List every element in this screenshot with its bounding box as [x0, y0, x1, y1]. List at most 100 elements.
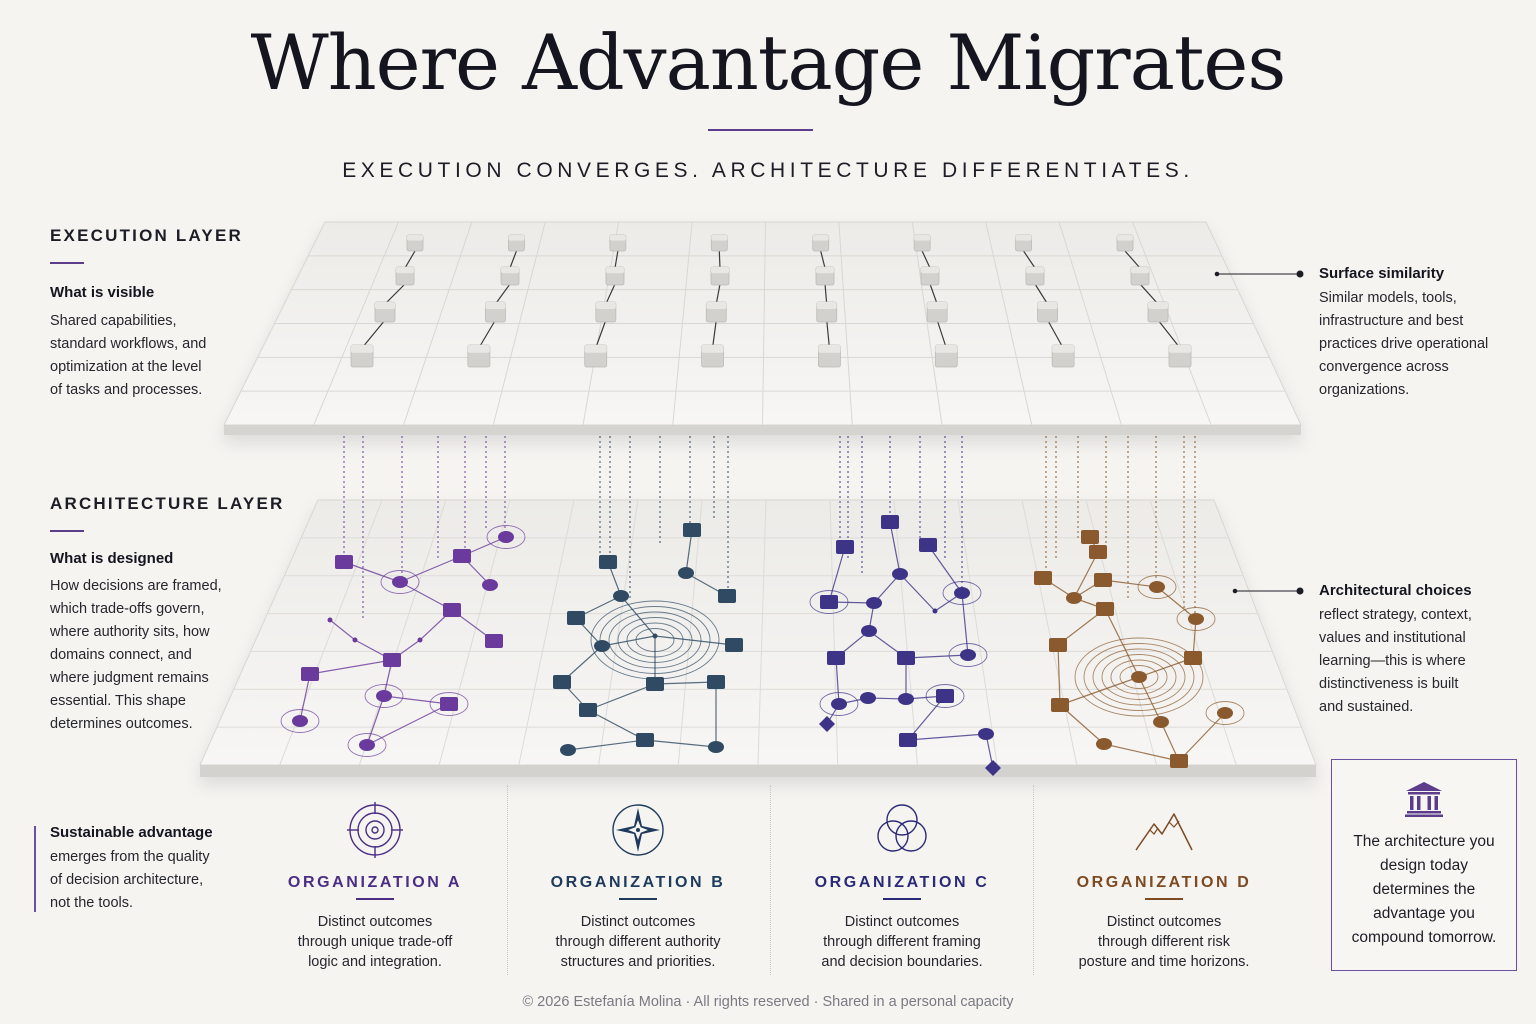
execution-line: of tasks and processes.: [50, 382, 203, 398]
cube-top: [711, 235, 728, 241]
layer-links: [343, 436, 1196, 620]
network-node: [1066, 592, 1082, 604]
network-node: [1153, 716, 1169, 728]
execution-description: Shared capabilities, standard workflows,…: [50, 310, 250, 402]
network-node: [292, 715, 308, 727]
grid-line: [598, 499, 639, 766]
cube-top: [1117, 235, 1133, 241]
cube-top: [711, 267, 729, 274]
venn-icon: [877, 804, 927, 852]
org-b-line: Distinct outcomes: [580, 913, 696, 930]
cube-top: [396, 267, 414, 274]
column-separator: [1033, 785, 1034, 975]
org-c-description: Distinct outcomes through different fram…: [788, 912, 1016, 972]
network-ring: [819, 692, 859, 716]
network-node: [820, 595, 838, 609]
network-edge: [644, 739, 717, 748]
quote-text: The architecture you design today determ…: [1351, 833, 1497, 946]
cube-connector: [478, 319, 496, 349]
org-c-card: ORGANIZATION C Distinct outcomes through…: [788, 800, 1016, 972]
surface-line: infrastructure and best: [1319, 313, 1464, 329]
network-edge: [1057, 644, 1061, 706]
mountain-icon: [1135, 813, 1193, 851]
cube-top: [816, 267, 834, 274]
org-a-line: through unique trade-off: [297, 933, 453, 950]
network-ring: [380, 570, 420, 594]
grid-line: [438, 499, 511, 766]
network-node: [819, 716, 835, 732]
network-node: [443, 603, 461, 617]
architecture-description: How decisions are framed, which trade-of…: [50, 575, 250, 736]
org-b-network: [553, 523, 743, 756]
cube-top: [584, 345, 607, 353]
cube-top: [927, 302, 948, 309]
execution-subheading: What is visible: [50, 284, 155, 301]
architecture-layer-heading: ARCHITECTURE LAYER: [50, 494, 285, 513]
execution-layer-heading: EXECUTION LAYER: [50, 226, 243, 245]
network-node: [301, 667, 319, 681]
cube-connector: [614, 250, 619, 269]
cube-top: [351, 345, 373, 353]
title-underline: [708, 129, 813, 131]
cube-connector: [936, 319, 947, 349]
compass-icon: [612, 804, 664, 856]
cube-top: [609, 235, 626, 241]
org-a-card: ORGANIZATION A Distinct outcomes through…: [262, 800, 488, 972]
network-dot: [652, 633, 658, 639]
execution-cube: [701, 344, 724, 368]
org-d-description: Distinct outcomes through different risk…: [1050, 912, 1278, 972]
grid-line: [358, 499, 447, 766]
network-node: [827, 651, 845, 665]
network-ring: [925, 684, 965, 708]
cube-connector: [361, 319, 386, 349]
network-ring: [608, 611, 702, 669]
org-c-line: and decision boundaries.: [821, 953, 983, 970]
network-node: [594, 640, 610, 652]
footer-credit: © 2026 Estefanía Molina · All rights res…: [522, 994, 1014, 1010]
network-edge: [587, 709, 646, 741]
network-node: [646, 677, 664, 691]
network-node: [376, 690, 392, 702]
cube-top: [1037, 302, 1058, 309]
cube-top: [595, 302, 616, 309]
cube-top: [1026, 267, 1044, 274]
execution-cube: [1051, 344, 1075, 368]
callout-pointers: [1214, 270, 1304, 595]
network-node: [335, 555, 353, 569]
org-b-rule: [619, 898, 657, 900]
cube-connector: [1047, 319, 1064, 349]
network-node: [881, 515, 899, 529]
execution-cube: [934, 344, 958, 368]
org-a-line: logic and integration.: [308, 953, 442, 970]
cube-connector: [595, 319, 607, 349]
org-d-card: ORGANIZATION D Distinct outcomes through…: [1050, 800, 1278, 972]
execution-cube: [926, 301, 948, 323]
network-node: [1131, 671, 1147, 683]
architecture-line: which trade-offs govern,: [50, 601, 205, 617]
org-b-card: ORGANIZATION B Distinct outcomes through…: [520, 800, 756, 972]
surface-line: Similar models, tools,: [1319, 290, 1457, 306]
cube-connector: [1157, 319, 1181, 349]
network-edge: [366, 695, 385, 746]
network-node: [1096, 738, 1112, 750]
network-node: [985, 760, 1001, 776]
execution-cube: [1025, 266, 1045, 286]
network-node: [636, 733, 654, 747]
network-edge: [1073, 551, 1099, 599]
cube-top: [701, 345, 724, 353]
execution-line: optimization at the level: [50, 359, 202, 375]
cube-connector: [1034, 283, 1049, 305]
choices-heading: Architectural choices: [1319, 582, 1472, 599]
network-node: [599, 555, 617, 569]
cube-connector: [929, 283, 938, 305]
network-node: [1170, 754, 1188, 768]
cube-top: [914, 235, 931, 241]
network-node: [1217, 707, 1233, 719]
cube-top: [812, 235, 829, 241]
network-edge: [685, 529, 693, 574]
network-node: [960, 649, 976, 661]
cube-connector: [1023, 250, 1036, 269]
choices-description: reflect strategy, context, values and in…: [1319, 604, 1519, 719]
page-subtitle: EXECUTION CONVERGES. ARCHITECTURE DIFFER…: [342, 159, 1194, 182]
